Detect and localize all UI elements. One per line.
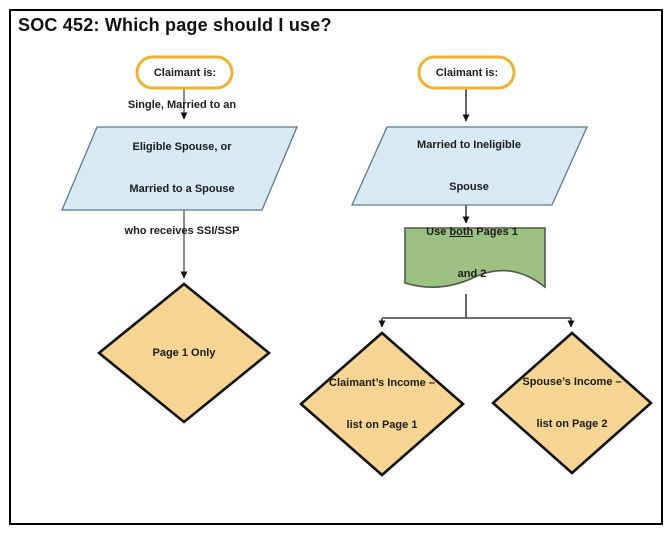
decision-spouse-line-1: Spouse’s Income – bbox=[522, 376, 622, 388]
condition-left-label: Single, Married to an Eligible Spouse, o… bbox=[125, 70, 240, 266]
condition-left-line-1: Single, Married to an bbox=[127, 99, 237, 111]
condition-left-line-4: who receives SSI/SSP bbox=[124, 225, 240, 237]
document-label: Use both Pages 1 and 2 bbox=[426, 197, 518, 309]
document-line-1: Use both Pages 1 bbox=[426, 225, 518, 239]
condition-right-parallelogram bbox=[350, 126, 589, 206]
condition-right-label: Married to Ineligible Spouse bbox=[417, 110, 521, 222]
decision-spouse-line-2: list on Page 2 bbox=[536, 418, 608, 430]
condition-right-line-1: Married to Ineligible bbox=[417, 139, 521, 151]
document-line-2: and 2 bbox=[457, 268, 487, 280]
decision-claimant-line-1: Claimant’s Income – bbox=[329, 377, 435, 389]
terminator-left-claimant-is bbox=[135, 55, 234, 90]
connector-document-branch bbox=[382, 294, 571, 319]
decision-claimant-label: Claimant’s Income – list on Page 1 bbox=[329, 348, 435, 460]
document-line-1-pre: Use bbox=[426, 226, 450, 238]
decision-claimant-line-2: list on Page 1 bbox=[346, 419, 418, 431]
condition-left-line-2: Eligible Spouse, or bbox=[132, 141, 232, 153]
condition-right-line-2: Spouse bbox=[449, 181, 489, 193]
decision-spouse-income bbox=[491, 331, 653, 475]
page-border bbox=[9, 9, 663, 525]
decision-claimant-income bbox=[299, 331, 465, 477]
decision-page1-label: Page 1 Only bbox=[152, 347, 216, 359]
condition-left-parallelogram bbox=[61, 126, 298, 211]
document-line-1-underlined: both bbox=[449, 226, 474, 238]
decision-page-1-only bbox=[96, 282, 272, 424]
document-use-both-pages bbox=[404, 227, 546, 289]
decision-spouse-label: Spouse’s Income – list on Page 2 bbox=[522, 347, 621, 459]
document-line-1-post: Pages 1 bbox=[473, 226, 518, 238]
page-title: SOC 452: Which page should I use? bbox=[18, 15, 332, 35]
condition-left-line-3: Married to a Spouse bbox=[129, 183, 235, 195]
terminator-right-label: Claimant is: bbox=[435, 67, 499, 79]
terminator-left-label: Claimant is: bbox=[153, 67, 217, 79]
terminator-right-claimant-is bbox=[417, 55, 516, 90]
